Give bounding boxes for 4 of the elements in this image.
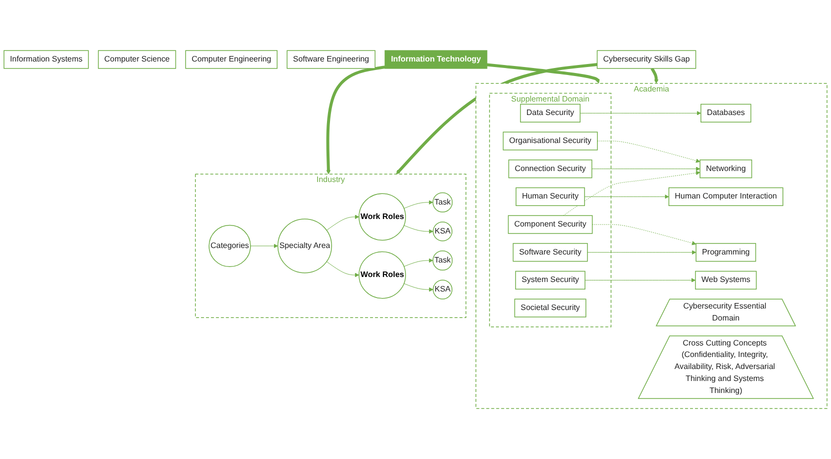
arrow xyxy=(486,63,600,84)
arrow xyxy=(650,68,658,84)
arrow xyxy=(404,225,434,234)
arrow xyxy=(326,66,386,174)
